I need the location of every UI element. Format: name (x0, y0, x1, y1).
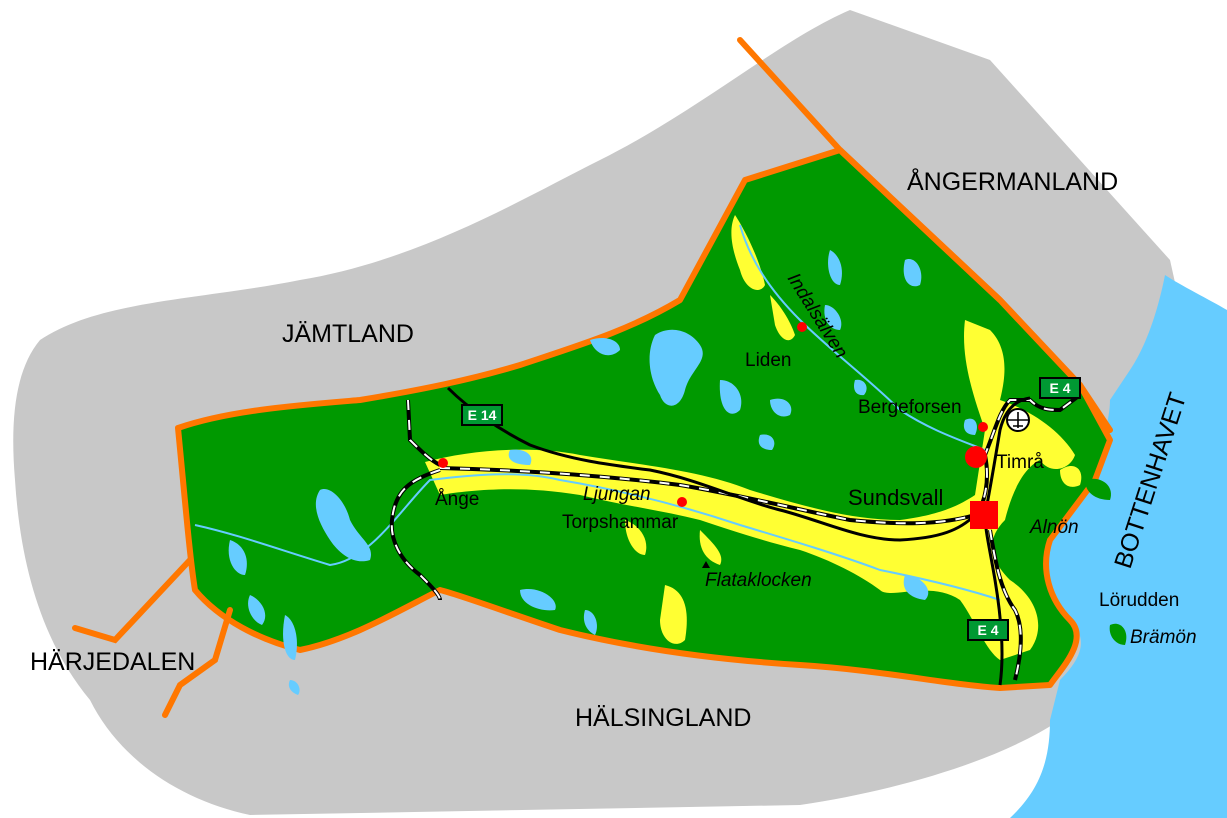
svg-text:E 4: E 4 (1049, 380, 1070, 396)
label-ljungan: Ljungan (583, 484, 651, 505)
label-liden: Liden (745, 350, 792, 371)
label-lorudden: Lörudden (1099, 590, 1179, 611)
town-dot-ange (438, 458, 448, 468)
label-alnon: Alnön (1029, 517, 1079, 538)
town-dot-torpshammar (677, 497, 687, 507)
city-square-icon (970, 501, 998, 529)
label-flataklocken: Flataklocken (705, 570, 812, 591)
road-shield-e14: E 14 (461, 404, 503, 426)
svg-text:E 14: E 14 (468, 407, 497, 423)
region-jamtland: JÄMTLAND (282, 320, 414, 348)
label-ange: Ånge (435, 489, 479, 510)
region-angermanland: ÅNGERMANLAND (907, 166, 1118, 196)
urban-areas (425, 215, 1082, 660)
label-bergeforsen: Bergeforsen (858, 397, 962, 418)
svg-text:E 4: E 4 (977, 622, 998, 638)
county-borders (72, 37, 1113, 718)
label-timra: Timrå (996, 452, 1044, 473)
sea-bottenhavet (1010, 275, 1227, 818)
region-harjedalen: HÄRJEDALEN (30, 648, 195, 676)
town-markers (438, 322, 998, 529)
town-dot-bergeforsen (978, 422, 988, 432)
airport-icon (1006, 408, 1030, 432)
lakes (228, 250, 977, 695)
region-halsingland: HÄLSINGLAND (575, 704, 751, 732)
railways (389, 393, 1082, 681)
road-e14 (446, 386, 977, 542)
peak-triangle-icon (702, 561, 710, 568)
label-torpshammar: Torpshammar (562, 512, 679, 533)
label-bramon: Brämön (1130, 627, 1197, 648)
label-sundsvall: Sundsvall (848, 485, 943, 510)
rivers (194, 224, 1001, 601)
road-shield-e4-south: E 4 (967, 619, 1009, 641)
islands (1085, 478, 1127, 645)
town-dot-timra (965, 446, 987, 468)
road-shield-e4-north: E 4 (1039, 377, 1081, 399)
town-dot-liden (797, 322, 807, 332)
